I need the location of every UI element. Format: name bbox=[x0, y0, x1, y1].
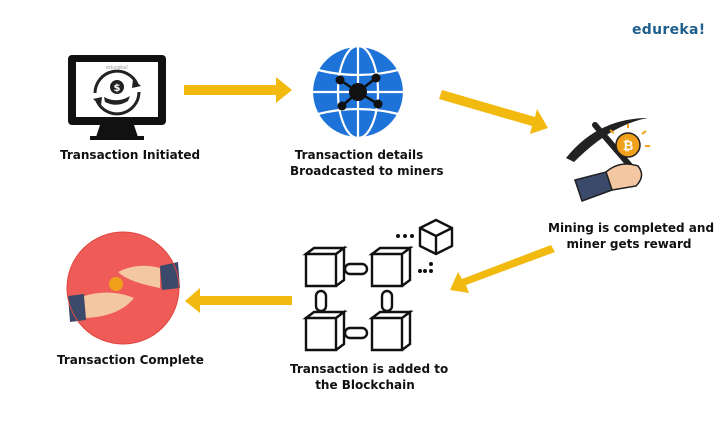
handshake-payment-icon bbox=[66, 231, 180, 345]
arrow-mining-to-blockchain bbox=[450, 245, 555, 293]
step-label-complete: Transaction Complete bbox=[57, 352, 204, 368]
monitor-screen-watermark: edureka! bbox=[106, 65, 128, 71]
pickaxe-bitcoin-icon: ₿ bbox=[566, 118, 650, 202]
step-label-blockchain: Transaction is added to the Blockchain bbox=[290, 361, 449, 393]
step-label-initiated: Transaction Initiated bbox=[60, 147, 201, 163]
blockchain-icon bbox=[302, 218, 454, 352]
step-label-line: the Blockchain bbox=[315, 378, 415, 392]
arrow-blockchain-to-complete bbox=[185, 288, 292, 313]
step-label-line: Transaction Initiated bbox=[60, 148, 201, 162]
step-label-line: Mining is completed and bbox=[548, 221, 715, 235]
arrow-broadcast-to-mining bbox=[439, 90, 548, 134]
svg-text:$: $ bbox=[114, 83, 121, 94]
brand-logo: edureka! bbox=[632, 22, 706, 38]
step-label-broadcast: Transaction details Broadcasted to miner… bbox=[290, 147, 444, 179]
globe-network-icon bbox=[310, 44, 406, 140]
arrow-initiated-to-broadcast bbox=[184, 77, 292, 103]
blockchain-dots bbox=[396, 234, 433, 273]
monitor-icon: edureka! $ bbox=[68, 55, 166, 140]
step-label-line: Transaction Complete bbox=[57, 353, 204, 367]
svg-text:₿: ₿ bbox=[623, 139, 634, 154]
step-label-mining: Mining is completed and miner gets rewar… bbox=[548, 220, 715, 252]
step-label-line: Transaction is added to bbox=[290, 362, 449, 376]
step-label-line: miner gets reward bbox=[566, 237, 692, 251]
step-label-line: Broadcasted to miners bbox=[290, 164, 444, 178]
step-label-line: Transaction details bbox=[294, 148, 424, 162]
